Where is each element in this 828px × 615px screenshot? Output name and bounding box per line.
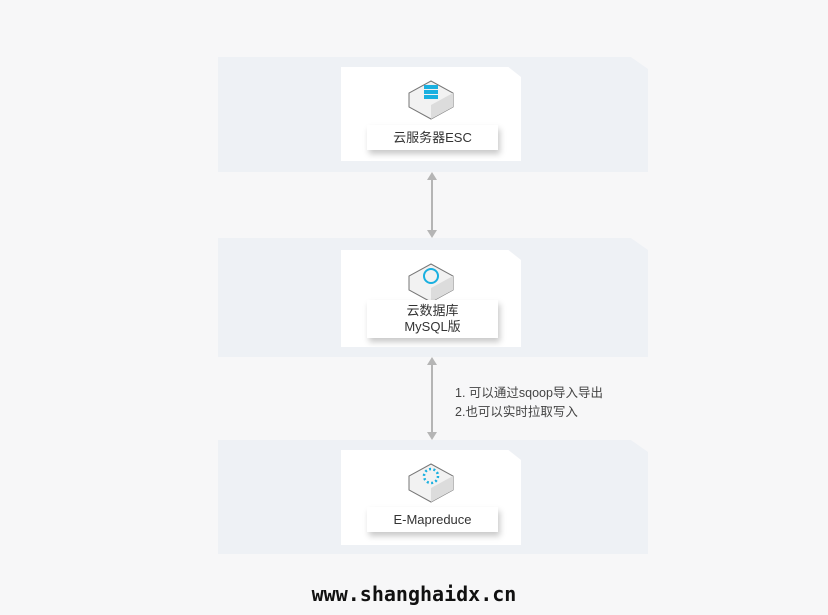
node-label: 云服务器ESC [367,125,498,150]
database-icon [408,263,454,303]
node-emapreduce[interactable]: E-Mapreduce [341,450,521,545]
mapreduce-icon [408,463,454,503]
node-ecs[interactable]: 云服务器ESC [341,67,521,161]
note-line-2: 2.也可以实时拉取写入 [455,405,578,419]
note-line-1: 1. 可以通过sqoop导入导出 [455,386,603,400]
node-label: E-Mapreduce [367,507,498,532]
bidirectional-arrow [427,172,437,238]
node-label-line2: MySQL版 [404,319,461,334]
node-label: 云数据库 MySQL版 [367,300,498,338]
node-label-line1: 云数据库 [406,303,459,318]
bidirectional-arrow [427,357,437,440]
footer-watermark-url: www.shanghaidx.cn [311,582,517,606]
transfer-note: 1. 可以通过sqoop导入导出 2.也可以实时拉取写入 [455,384,603,422]
server-icon [408,80,454,120]
node-mysql[interactable]: 云数据库 MySQL版 [341,250,521,347]
